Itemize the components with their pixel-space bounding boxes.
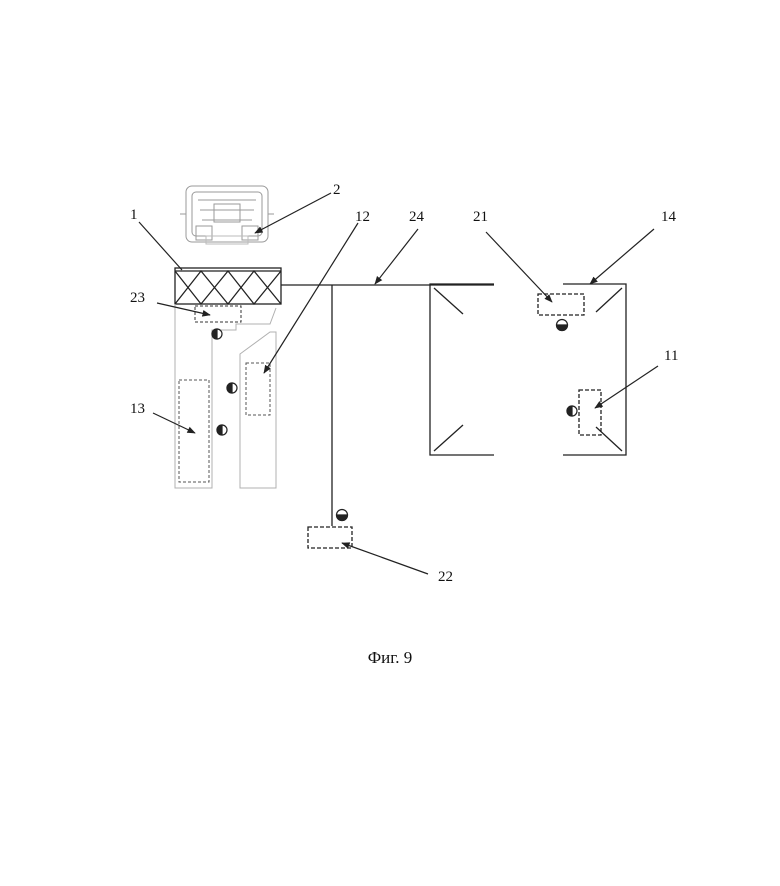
leader-14 xyxy=(590,229,654,284)
supply-line-24 xyxy=(281,285,494,526)
sensor-22 xyxy=(337,510,348,521)
label-24: 24 xyxy=(409,209,425,225)
leader-2 xyxy=(255,193,331,233)
label-1: 1 xyxy=(130,207,138,223)
unit-21 xyxy=(538,294,584,315)
sensor-23 xyxy=(212,329,222,339)
leader-24 xyxy=(375,229,418,284)
label-2: 2 xyxy=(333,182,341,198)
leader-12 xyxy=(264,223,358,373)
conveyor-1 xyxy=(175,268,281,304)
label-21: 21 xyxy=(473,209,488,225)
dashed-units xyxy=(179,294,601,548)
label-14: 14 xyxy=(661,209,677,225)
building-section-13 xyxy=(175,304,276,488)
label-11: 11 xyxy=(664,348,678,364)
unit-23 xyxy=(195,306,241,322)
leader-1 xyxy=(139,222,182,270)
leader-23 xyxy=(157,303,210,315)
sensor-11 xyxy=(567,406,577,416)
unit-13 xyxy=(179,380,209,482)
vehicle-2 xyxy=(180,186,274,244)
leader-13 xyxy=(153,413,195,433)
label-23: 23 xyxy=(130,290,145,306)
sensor-symbols xyxy=(212,320,577,521)
label-13: 13 xyxy=(130,401,145,417)
label-22: 22 xyxy=(438,569,453,585)
sensor-13 xyxy=(217,425,227,435)
room-14 xyxy=(430,284,626,455)
leader-21 xyxy=(486,232,552,302)
leader-22 xyxy=(342,543,428,574)
sensor-12 xyxy=(227,383,237,393)
unit-12 xyxy=(246,363,270,415)
figure-caption: Фиг. 9 xyxy=(368,648,413,667)
leader-lines xyxy=(139,193,658,574)
building-section-12 xyxy=(240,332,276,488)
label-12: 12 xyxy=(355,209,370,225)
sensor-21 xyxy=(557,320,568,331)
